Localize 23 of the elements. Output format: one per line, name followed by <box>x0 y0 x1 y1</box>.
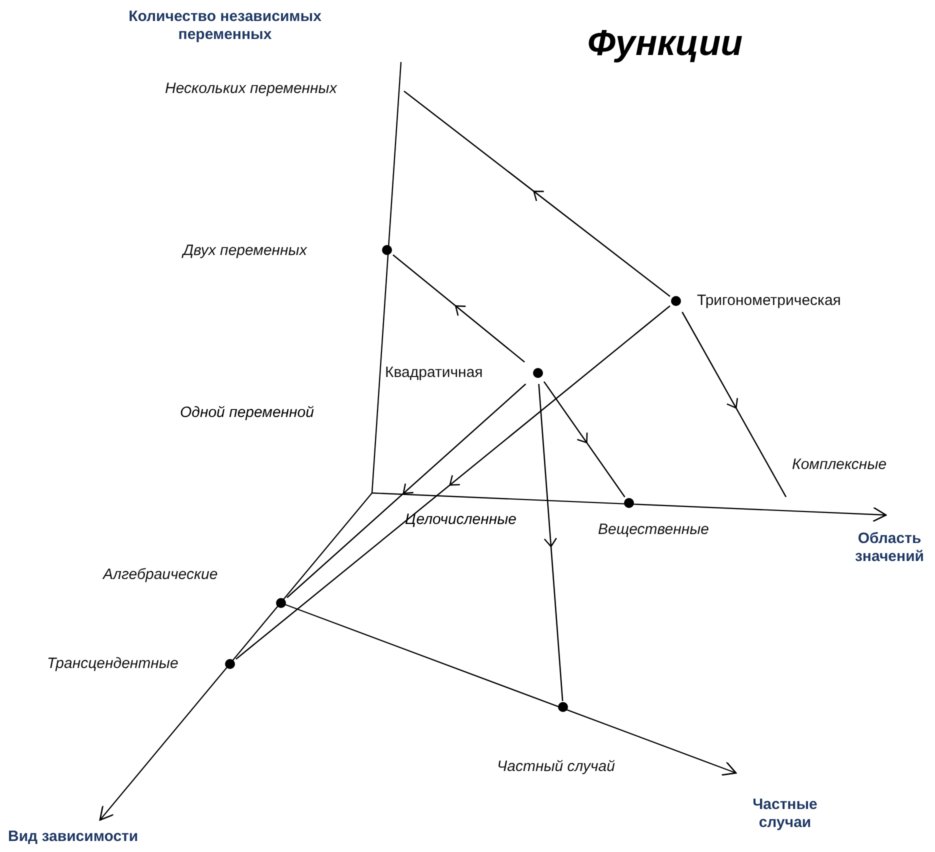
arrow <box>682 312 787 498</box>
axis-title: Область значений <box>854 530 926 566</box>
axis-title: Частные случаи <box>752 796 818 832</box>
point-label: Трансцендентные <box>47 655 178 673</box>
arrow <box>236 305 670 660</box>
arrow <box>538 384 564 702</box>
axis-title: Вид зависимости <box>8 828 138 846</box>
arrow <box>392 254 525 362</box>
point-label: Частный случай <box>497 758 615 776</box>
point-label: Алгебраические <box>103 566 218 584</box>
arrow <box>543 381 626 498</box>
point-label: Комплексные <box>792 456 887 474</box>
axis-value-label: Целочисленные <box>405 511 517 529</box>
point-label: Нескольких переменных <box>165 80 337 98</box>
diagram-title: Функции <box>586 22 744 64</box>
axis-value-label: Одной переменной <box>180 404 314 422</box>
axis-title: Количество независимых переменных <box>128 8 322 44</box>
point-label: Вещественные <box>598 521 710 539</box>
point-label: Квадратичная <box>385 364 483 382</box>
point-label: Двух переменных <box>183 242 307 260</box>
arrow <box>286 384 526 598</box>
arrow <box>404 90 670 297</box>
point-label: Тригонометрическая <box>697 292 841 310</box>
